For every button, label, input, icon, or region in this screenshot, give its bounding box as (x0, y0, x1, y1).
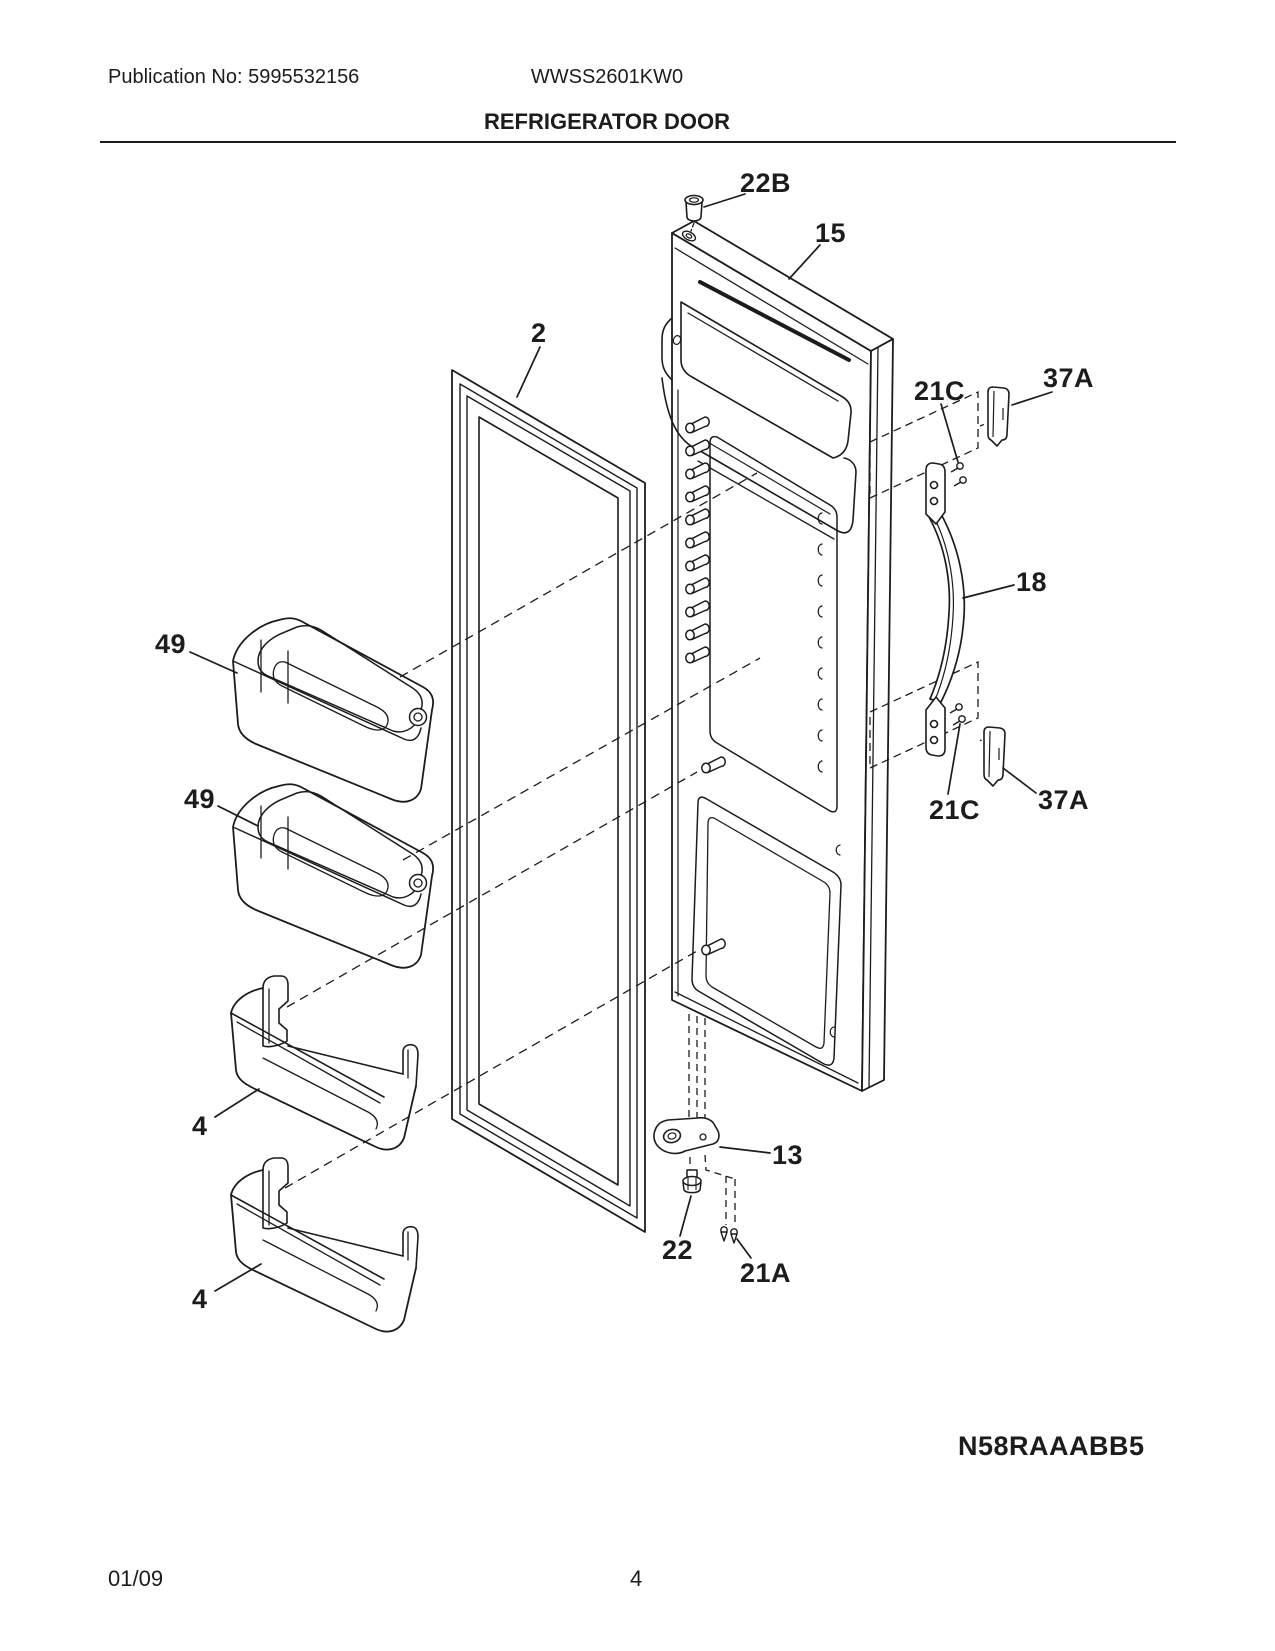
part-label-18: 18 (1016, 567, 1048, 597)
part-label-2: 2 (531, 318, 547, 348)
door-bin-49-upper (232, 617, 435, 803)
door-tray-4-upper (230, 975, 419, 1151)
door-bin-49-lower (232, 783, 435, 969)
part-label-21c-top: 21C (914, 376, 966, 406)
header-rule (100, 141, 1176, 143)
handle-trim-bottom (983, 726, 1006, 787)
page-title: REFRIGERATOR DOOR (483, 109, 731, 134)
part-label-4-lower: 4 (192, 1284, 208, 1314)
hinge-screws-21a (720, 1226, 738, 1244)
part-label-22b: 22B (740, 168, 792, 198)
footer-page-number: 4 (630, 1566, 643, 1591)
part-label-4-upper: 4 (192, 1111, 208, 1141)
part-label-21c-bottom: 21C (929, 795, 981, 825)
part-label-37a-bottom: 37A (1038, 785, 1090, 815)
handle-bracket-top (925, 462, 946, 526)
part-label-15: 15 (815, 218, 847, 248)
alignment-dashes (284, 472, 761, 1189)
footer-date: 01/09 (108, 1566, 164, 1591)
part-label-21a: 21A (740, 1258, 792, 1288)
handle-bracket-bottom (925, 695, 946, 757)
door-gasket (451, 369, 646, 1233)
hinge-dashes (688, 1014, 736, 1226)
door-tray-4-lower (230, 1157, 419, 1333)
drawing-code: N58RAAABB5 (958, 1431, 1145, 1461)
door-stop-bushing (684, 194, 704, 232)
handle-screws-21c (949, 462, 967, 726)
part-label-49-lower: 49 (184, 784, 216, 814)
door-panel (661, 220, 894, 1092)
part-label-49-upper: 49 (155, 629, 187, 659)
publication-number: Publication No: 5995532156 (108, 66, 360, 88)
part-label-22: 22 (662, 1235, 694, 1265)
hinge-pin-nut (682, 1169, 702, 1194)
model-number: WWSS2601KW0 (530, 66, 684, 88)
door-handle (928, 513, 966, 703)
part-label-13: 13 (772, 1140, 804, 1170)
leader-lines (189, 193, 1053, 1292)
part-label-37a-top: 37A (1043, 363, 1095, 393)
handle-trim-top (987, 386, 1010, 447)
hinge-plate (653, 1116, 720, 1155)
